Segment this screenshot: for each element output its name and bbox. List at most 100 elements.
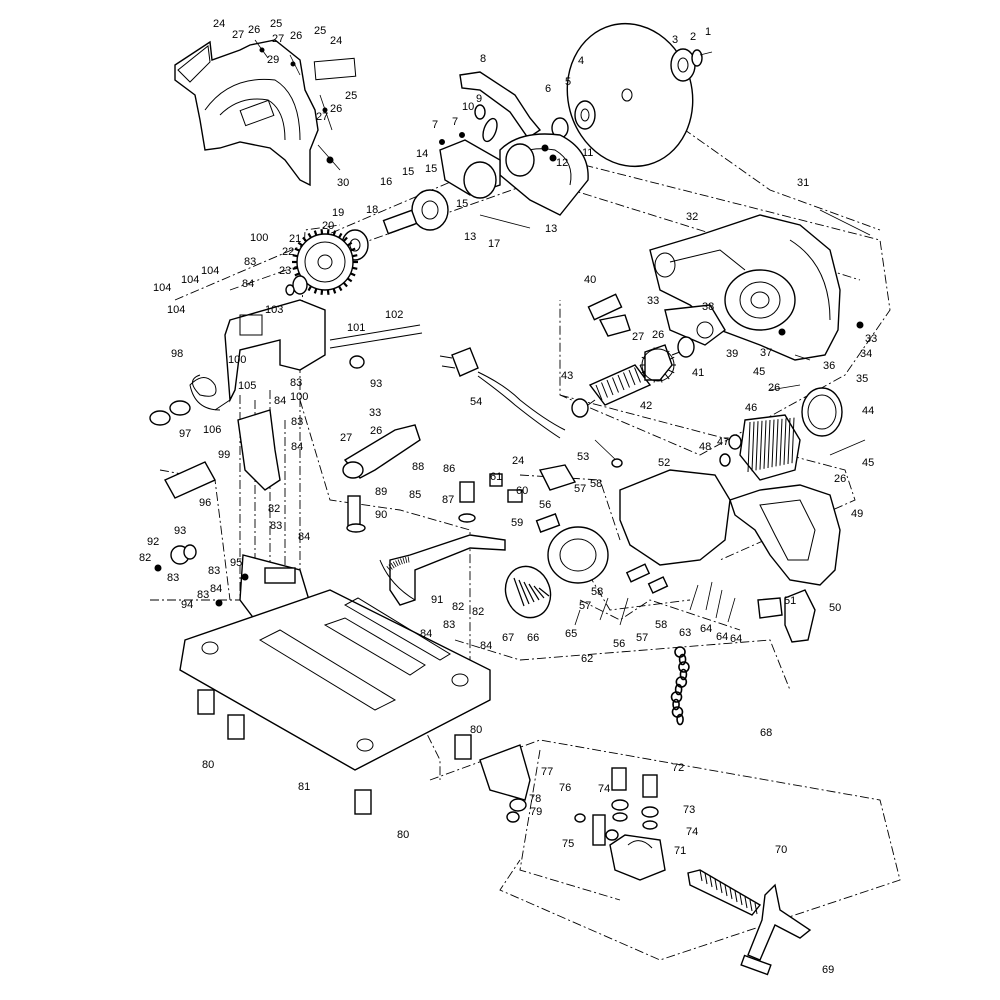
gear-tooth	[294, 272, 300, 277]
callout-71: 71	[674, 845, 686, 857]
callout-41: 41	[692, 367, 704, 379]
callout-7b: 7	[452, 116, 458, 128]
callout-83b: 83	[290, 377, 302, 389]
callout-106: 106	[203, 424, 221, 436]
gear-tooth	[297, 241, 303, 247]
stator-coil	[751, 421, 755, 472]
callout-43: 43	[561, 370, 573, 382]
callout-37: 37	[760, 347, 772, 359]
callout-61: 61	[490, 471, 502, 483]
callout-100c: 100	[290, 391, 308, 403]
callout-101: 101	[347, 322, 365, 334]
callout-64c: 64	[730, 633, 742, 645]
callout-19: 19	[332, 207, 344, 219]
angle-tick	[392, 561, 397, 568]
chain-link	[672, 698, 680, 711]
callout-93b: 93	[370, 378, 382, 390]
callout-3: 3	[672, 34, 678, 46]
thread-turn	[744, 896, 748, 909]
callout-105: 105	[238, 380, 256, 392]
stator-coil	[747, 421, 751, 473]
vise-clamp	[479, 744, 812, 976]
angle-tick	[390, 562, 395, 569]
callout-87: 87	[442, 494, 454, 506]
callout-26b: 26	[290, 30, 302, 42]
thread-turn	[749, 899, 753, 912]
thread-turn	[699, 869, 703, 882]
callout-9: 9	[476, 93, 482, 105]
callout-33a: 33	[647, 295, 659, 307]
thread-turn	[719, 881, 723, 894]
callout-15c: 15	[456, 198, 468, 210]
callout-84e: 84	[210, 583, 222, 595]
stator-coils	[747, 417, 795, 473]
callout-83f: 83	[208, 565, 220, 577]
callout-93a: 93	[174, 525, 186, 537]
callout-84c: 84	[291, 441, 303, 453]
callout-104a: 104	[201, 265, 219, 277]
gear-tooth	[292, 254, 298, 258]
vent-slot	[513, 577, 525, 607]
callout-67: 67	[502, 632, 514, 644]
callout-22: 22	[282, 246, 294, 258]
stator-coil	[755, 421, 759, 471]
callout-66: 66	[527, 632, 539, 644]
callout-21: 21	[289, 233, 301, 245]
armature-winding	[623, 372, 630, 388]
upper-blade-guard	[174, 39, 357, 187]
thread-turn	[709, 875, 713, 888]
pivot-bracket	[149, 299, 423, 636]
callout-25a: 25	[270, 18, 282, 30]
gear-tooth	[307, 232, 312, 239]
callout-30: 30	[337, 177, 349, 189]
callout-92: 92	[147, 536, 159, 548]
gear-assembly	[285, 229, 358, 296]
callout-40: 40	[584, 274, 596, 286]
callout-5: 5	[565, 76, 571, 88]
thread-turn	[704, 872, 708, 885]
callout-26c: 26	[330, 103, 342, 115]
callout-33b: 33	[865, 333, 877, 345]
callout-83d: 83	[270, 520, 282, 532]
callout-83a: 83	[244, 256, 256, 268]
callout-24b: 24	[330, 35, 342, 47]
callout-35: 35	[856, 373, 868, 385]
callout-27e: 27	[632, 331, 644, 343]
callout-104d: 104	[167, 304, 185, 316]
callout-85: 85	[409, 489, 421, 501]
thread-turn	[714, 878, 718, 891]
armature	[571, 336, 695, 418]
angle-scale	[386, 556, 410, 572]
callout-65: 65	[565, 628, 577, 640]
callout-10: 10	[462, 101, 474, 113]
callout-77: 77	[541, 766, 553, 778]
callout-26d: 26	[370, 425, 382, 437]
armature-winding	[601, 382, 608, 398]
callout-104c: 104	[153, 282, 171, 294]
gear-tooth	[347, 241, 353, 247]
armature-winding	[612, 377, 619, 393]
callout-82d: 82	[472, 606, 484, 618]
angle-tick	[388, 564, 393, 570]
power-cord	[439, 347, 566, 439]
angle-tick	[407, 556, 410, 563]
stator-coil	[791, 417, 795, 464]
chain-link	[678, 653, 687, 666]
chain-link	[674, 683, 683, 696]
callout-46: 46	[745, 402, 757, 414]
callout-6: 6	[545, 83, 551, 95]
callout-2: 2	[690, 31, 696, 43]
callout-96: 96	[199, 497, 211, 509]
stator-coil	[783, 418, 787, 465]
callout-26g: 26	[834, 473, 846, 485]
callout-80b: 80	[470, 724, 482, 736]
callout-27d: 27	[340, 432, 352, 444]
callout-7a: 7	[432, 119, 438, 131]
callout-12: 12	[556, 157, 568, 169]
callout-84a: 84	[242, 278, 254, 290]
gear-tooth	[313, 288, 318, 294]
thread-turn	[754, 902, 758, 915]
callout-57a: 57	[574, 483, 586, 495]
callout-33c: 33	[369, 407, 381, 419]
